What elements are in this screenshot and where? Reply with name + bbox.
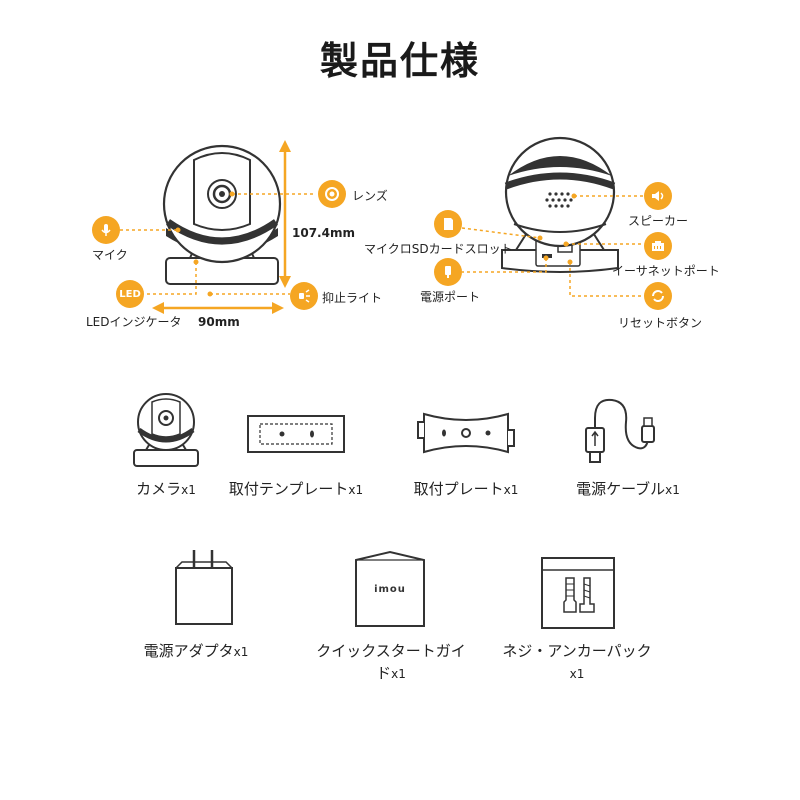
microphone-icon (101, 224, 111, 236)
item-name: 取付プレート (413, 480, 504, 498)
item-qty: x1 (391, 667, 406, 681)
camera-item-icon (133, 393, 199, 467)
ethernet-label: イーサネットポート (612, 264, 720, 278)
power-adapter-icon (175, 550, 233, 625)
item-name: クイックスタートガイド (316, 642, 466, 682)
lens-label: レンズ (352, 189, 388, 203)
speaker-icon (652, 191, 664, 201)
light-badge (290, 282, 318, 310)
imou-logo: imou (374, 584, 406, 595)
mounting-template-icon (247, 415, 345, 453)
led-badge: LED (116, 280, 144, 308)
light-label: 抑止ライト (322, 291, 383, 305)
page-title: 製品仕様 (319, 39, 480, 83)
height-dimension: 107.4mm (292, 226, 355, 240)
item-name: 電源アダプタ (143, 642, 234, 660)
sd-slot-label: マイクロSDカードスロット (364, 242, 513, 256)
speaker-label: スピーカー (628, 214, 689, 228)
sd-card-icon (444, 218, 453, 230)
ethernet-icon (652, 241, 664, 251)
speaker-badge (644, 182, 672, 210)
item-name: 取付テンプレート (228, 480, 349, 498)
lens-badge (318, 180, 346, 208)
package-item-camera: カメラx1 (86, 478, 246, 499)
package-item-adapter: 電源アダプタx1 (116, 640, 276, 661)
power-port-badge (434, 258, 462, 286)
spotlight-icon (299, 289, 310, 303)
package-item-plate: 取付プレートx1 (386, 478, 546, 499)
reset-icon (652, 290, 664, 302)
led-indicator-label: LEDインジケータ (86, 315, 182, 329)
item-name: 電源ケーブル (576, 480, 666, 498)
item-qty: x1 (181, 483, 196, 497)
power-port-label: 電源ポート (420, 290, 481, 304)
item-qty: x1 (665, 483, 680, 497)
mounting-plate-icon (417, 412, 515, 454)
power-cable-icon (585, 398, 655, 463)
mic-badge (92, 216, 120, 244)
package-item-screws: ネジ・アンカーパック x1 (502, 640, 652, 685)
camera-back-figure (501, 136, 619, 273)
ethernet-badge (644, 232, 672, 260)
reset-label: リセットボタン (618, 316, 703, 330)
item-qty: x1 (233, 645, 249, 659)
mic-label: マイク (92, 248, 128, 262)
width-dimension: 90mm (198, 315, 240, 329)
item-qty: x1 (569, 667, 585, 681)
reset-badge (644, 282, 672, 310)
power-plug-icon (445, 266, 451, 278)
item-qty: x1 (503, 483, 519, 497)
item-name: カメラ (136, 480, 182, 498)
package-item-cable: 電源ケーブルx1 (538, 478, 718, 499)
screw-anchor-pack-icon (541, 557, 615, 629)
package-item-guide: クイックスタートガイドx1 (316, 640, 466, 685)
package-item-template: 取付テンプレートx1 (206, 478, 386, 499)
led-badge-text: LED (119, 288, 141, 300)
sd-badge (434, 210, 462, 238)
quick-start-guide-icon (355, 550, 425, 627)
item-name: ネジ・アンカーパック (502, 642, 652, 660)
lens-icon (325, 187, 339, 201)
item-qty: x1 (348, 483, 364, 497)
